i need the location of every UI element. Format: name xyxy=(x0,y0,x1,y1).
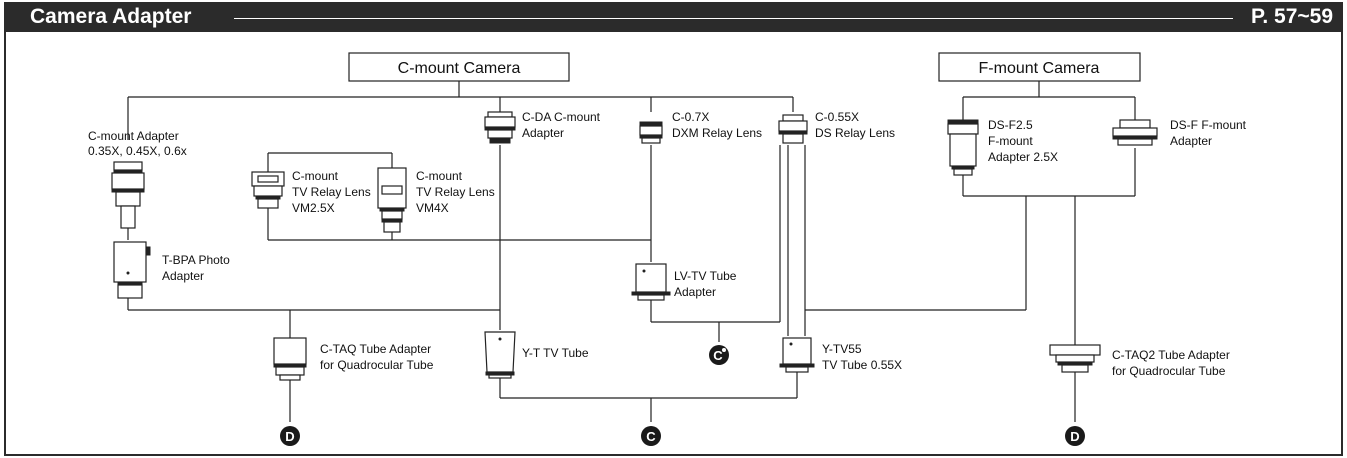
y-t-icon xyxy=(484,331,516,379)
c-mount-adapter-icon xyxy=(111,161,145,229)
c-07x-icon xyxy=(639,121,663,144)
svg-text:C-TAQ2 Tube Adapter: C-TAQ2 Tube Adapter xyxy=(1112,348,1230,362)
svg-text:C-0.7X: C-0.7X xyxy=(672,110,709,124)
svg-text:C-mount Adapter: C-mount Adapter xyxy=(88,129,179,143)
svg-text:C-mount: C-mount xyxy=(416,169,463,183)
svg-text:D: D xyxy=(285,429,294,444)
c-mount-camera-label: C-mount Camera xyxy=(398,60,521,77)
f-mount-camera-box xyxy=(938,52,1141,82)
svg-text:C-0.55X: C-0.55X xyxy=(815,110,859,124)
svg-text:Adapter: Adapter xyxy=(162,269,204,283)
svg-text:for Quadrocular Tube: for Quadrocular Tube xyxy=(320,358,434,372)
svg-text:C-DA C-mount: C-DA C-mount xyxy=(522,110,601,124)
svg-text:TV Relay Lens: TV Relay Lens xyxy=(416,185,495,199)
c-da-icon xyxy=(484,111,516,144)
c-taq-label: C-TAQ Tube Adapter for Quadrocular Tube xyxy=(320,342,434,372)
f-mount-camera-label: F-mount Camera xyxy=(979,60,1100,77)
t-bpa-icon xyxy=(113,241,151,299)
header-rule xyxy=(234,18,1233,19)
svg-text:for Quadrocular Tube: for Quadrocular Tube xyxy=(1112,364,1226,378)
vm4-icon xyxy=(377,167,407,233)
c-taq-icon xyxy=(273,337,307,381)
section-title: Camera Adapter xyxy=(30,5,192,28)
marker-d-left: D xyxy=(280,426,300,446)
svg-text:Adapter 2.5X: Adapter 2.5X xyxy=(988,150,1058,164)
svg-text:C-TAQ Tube Adapter: C-TAQ Tube Adapter xyxy=(320,342,431,356)
c-055x-label: C-0.55X DS Relay Lens xyxy=(815,110,895,140)
svg-text:C-mount: C-mount xyxy=(292,169,339,183)
svg-text:Y-TV55: Y-TV55 xyxy=(822,342,862,356)
y-tv55-icon xyxy=(779,337,815,373)
svg-text:DS Relay Lens: DS Relay Lens xyxy=(815,126,895,140)
svg-text:DXM Relay Lens: DXM Relay Lens xyxy=(672,126,762,140)
c-taq2-label: C-TAQ2 Tube Adapter for Quadrocular Tube xyxy=(1112,348,1230,378)
svg-text:TV Relay Lens: TV Relay Lens xyxy=(292,185,371,199)
svg-text:LV-TV Tube: LV-TV Tube xyxy=(674,269,737,283)
svg-text:TV Tube 0.55X: TV Tube 0.55X xyxy=(822,358,902,372)
marker-c-prime: C xyxy=(709,345,729,365)
ds-f25-icon xyxy=(947,119,979,176)
vm25-icon xyxy=(251,171,285,209)
connection-lines xyxy=(127,81,1136,422)
c-mount-camera-box xyxy=(348,52,570,82)
svg-text:DS-F2.5: DS-F2.5 xyxy=(988,118,1033,132)
svg-text:Adapter: Adapter xyxy=(674,285,716,299)
svg-text:D: D xyxy=(1070,429,1079,444)
svg-text:C: C xyxy=(646,429,656,444)
svg-text:DS-F F-mount: DS-F F-mount xyxy=(1170,118,1247,132)
ds-f-icon xyxy=(1112,119,1158,146)
svg-text:VM4X: VM4X xyxy=(416,201,449,215)
svg-text:Adapter: Adapter xyxy=(1170,134,1212,148)
marker-d-right: D xyxy=(1065,426,1085,446)
c-taq2-icon xyxy=(1049,344,1101,373)
svg-text:Adapter: Adapter xyxy=(522,126,564,140)
y-t-label: Y-T TV Tube xyxy=(522,346,589,360)
svg-text:0.35X, 0.45X, 0.6x: 0.35X, 0.45X, 0.6x xyxy=(88,144,187,158)
svg-text:VM2.5X: VM2.5X xyxy=(292,201,335,215)
section-header: Camera Adapter P. 57~59 xyxy=(4,2,1343,32)
y-tv55-label: Y-TV55 TV Tube 0.55X xyxy=(822,342,902,372)
lv-tv-icon xyxy=(631,263,671,301)
c-055x-icon xyxy=(778,114,808,144)
svg-text:F-mount: F-mount xyxy=(988,134,1033,148)
c-07x-label: C-0.7X DXM Relay Lens xyxy=(672,110,762,140)
svg-text:T-BPA Photo: T-BPA Photo xyxy=(162,253,230,267)
page-reference: P. 57~59 xyxy=(1251,5,1333,28)
marker-c-bottom: C xyxy=(641,426,661,446)
svg-text:C: C xyxy=(713,348,723,363)
